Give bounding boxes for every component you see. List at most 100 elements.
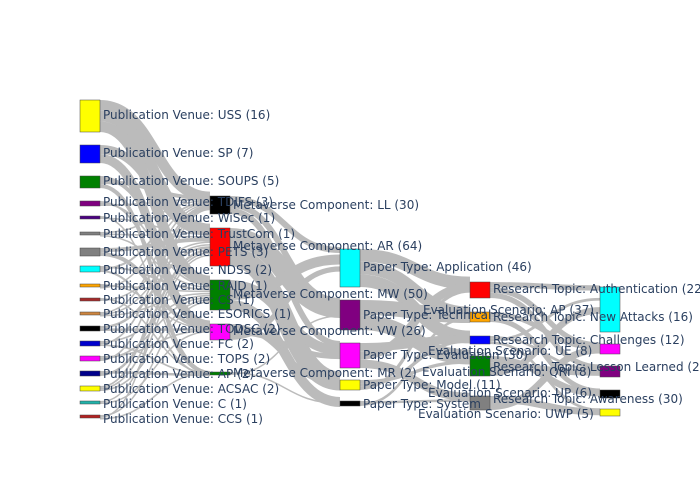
sankey-link xyxy=(359,334,471,352)
sankey-node[interactable] xyxy=(79,144,101,164)
sankey-node[interactable] xyxy=(79,385,101,392)
sankey-link xyxy=(99,330,211,404)
sankey-link xyxy=(229,196,341,253)
sankey-node-label: Metaverse Component: MR (2) xyxy=(233,366,417,380)
sankey-node[interactable] xyxy=(79,215,101,220)
sankey-link xyxy=(229,266,341,340)
sankey-node[interactable] xyxy=(469,281,491,299)
sankey-node[interactable] xyxy=(79,297,101,302)
sankey-link xyxy=(359,359,471,402)
sankey-node-label: Publication Venue: TOPS (2) xyxy=(103,352,270,366)
sankey-node-label: Publication Venue: TrustCom (1) xyxy=(103,227,295,241)
sankey-node[interactable] xyxy=(79,370,101,377)
sankey-node-label: Publication Venue: ACSAC (2) xyxy=(103,382,279,396)
sankey-node-label: Publication Venue: CS (1) xyxy=(103,293,255,307)
sankey-node[interactable] xyxy=(79,400,101,405)
sankey-node[interactable] xyxy=(209,227,231,267)
sankey-node[interactable] xyxy=(339,342,361,369)
sankey-node-label: Research Topic: Awareness (30) xyxy=(493,392,683,406)
sankey-node-label: Paper Type: Technical xyxy=(363,308,491,322)
sankey-node[interactable] xyxy=(79,340,101,347)
sankey-node-label: Publication Venue: TDIFS (3) xyxy=(103,195,273,209)
sankey-link xyxy=(99,206,211,362)
sankey-link xyxy=(489,312,601,350)
sankey-link xyxy=(99,204,211,345)
sankey-node-label: Publication Venue: RAID (1) xyxy=(103,279,267,293)
sankey-node-label: Paper Type: Application (46) xyxy=(363,260,532,274)
sankey-node-label: Evaluation Scenario: UP (6) xyxy=(428,386,592,400)
sankey-link xyxy=(99,235,211,288)
sankey-node[interactable] xyxy=(209,371,231,376)
sankey-node[interactable] xyxy=(79,99,101,133)
sankey-node[interactable] xyxy=(79,283,101,288)
sankey-node-label: Metaverse Component: VW (26) xyxy=(233,324,426,338)
sankey-link xyxy=(359,300,471,323)
sankey-link xyxy=(99,200,211,234)
sankey-link xyxy=(359,316,471,406)
sankey-node-label: Paper Type: System xyxy=(363,397,481,411)
sankey-node[interactable] xyxy=(79,325,101,332)
sankey-node[interactable] xyxy=(599,286,621,333)
sankey-node[interactable] xyxy=(469,311,491,323)
sankey-link xyxy=(99,201,211,270)
sankey-node[interactable] xyxy=(599,408,621,417)
sankey-node[interactable] xyxy=(79,355,101,362)
sankey-link xyxy=(359,248,471,290)
sankey-node-label: Evaluation Scenario: UE (8) xyxy=(428,344,592,358)
sankey-link xyxy=(229,315,341,375)
sankey-node[interactable] xyxy=(339,379,361,391)
sankey-node-label: Publication Venue: C (1) xyxy=(103,397,247,411)
sankey-link xyxy=(99,207,211,388)
sankey-node-label: Metaverse Component: AR (64) xyxy=(233,239,422,253)
sankey-node-label: Evaluation Scenario: AP (37) xyxy=(423,303,594,317)
sankey-node-label: Evaluation Scenario: QRI (8) xyxy=(422,365,591,379)
sankey-link xyxy=(489,346,601,410)
sankey-node-label: Paper Type: Model (11) xyxy=(363,378,501,392)
sankey-node[interactable] xyxy=(209,279,231,311)
sankey-link xyxy=(359,289,471,390)
sankey-node-label: Research Topic: Lesson Learned (2 xyxy=(493,360,700,374)
sankey-link xyxy=(229,324,341,387)
sankey-node-label: Research Topic: Challenges (12) xyxy=(493,333,685,347)
sankey-link xyxy=(99,292,211,317)
sankey-node-label: Publication Venue: PETS (3) xyxy=(103,245,268,259)
sankey-node[interactable] xyxy=(599,365,621,378)
sankey-link xyxy=(99,298,211,392)
sankey-link xyxy=(489,287,601,348)
sankey-node[interactable] xyxy=(79,414,101,419)
sankey-link xyxy=(99,180,211,201)
sankey-node[interactable] xyxy=(469,395,491,411)
sankey-link xyxy=(229,372,341,404)
sankey-node[interactable] xyxy=(209,323,231,341)
sankey-node-label: Publication Venue: ESORICS (1) xyxy=(103,307,291,321)
sankey-node[interactable] xyxy=(79,200,101,207)
sankey-link xyxy=(99,244,211,315)
sankey-node[interactable] xyxy=(339,299,361,331)
sankey-node[interactable] xyxy=(469,335,491,345)
sankey-node-label: Publication Venue: NDSS (2) xyxy=(103,263,272,277)
sankey-node[interactable] xyxy=(79,175,101,189)
sankey-link xyxy=(99,298,211,374)
sankey-link xyxy=(229,280,341,356)
sankey-node[interactable] xyxy=(469,355,491,377)
sankey-node-label: Publication Venue: AP (2) xyxy=(103,367,254,381)
sankey-link xyxy=(99,246,211,329)
sankey-link xyxy=(489,307,601,377)
sankey-node[interactable] xyxy=(79,231,101,236)
sankey-node[interactable] xyxy=(79,247,101,257)
sankey-link xyxy=(99,202,211,289)
sankey-node[interactable] xyxy=(599,343,621,355)
sankey-node-label: Metaverse Component: LL (30) xyxy=(233,198,419,212)
sankey-node-label: Publication Venue: TODSC (2) xyxy=(103,322,281,336)
sankey-link xyxy=(99,99,211,203)
sankey-node[interactable] xyxy=(79,311,101,316)
sankey-node[interactable] xyxy=(599,389,621,399)
sankey-node[interactable] xyxy=(79,265,101,273)
sankey-link xyxy=(99,154,211,330)
sankey-node-label: Research Topic: Authentication (22 xyxy=(493,282,700,296)
sankey-node-label: Evaluation Scenario: UWP (5) xyxy=(418,407,594,421)
sankey-node[interactable] xyxy=(339,248,361,288)
sankey-node[interactable] xyxy=(339,400,361,407)
sankey-node[interactable] xyxy=(209,195,231,215)
sankey-node-label: Publication Venue: SP (7) xyxy=(103,146,253,160)
